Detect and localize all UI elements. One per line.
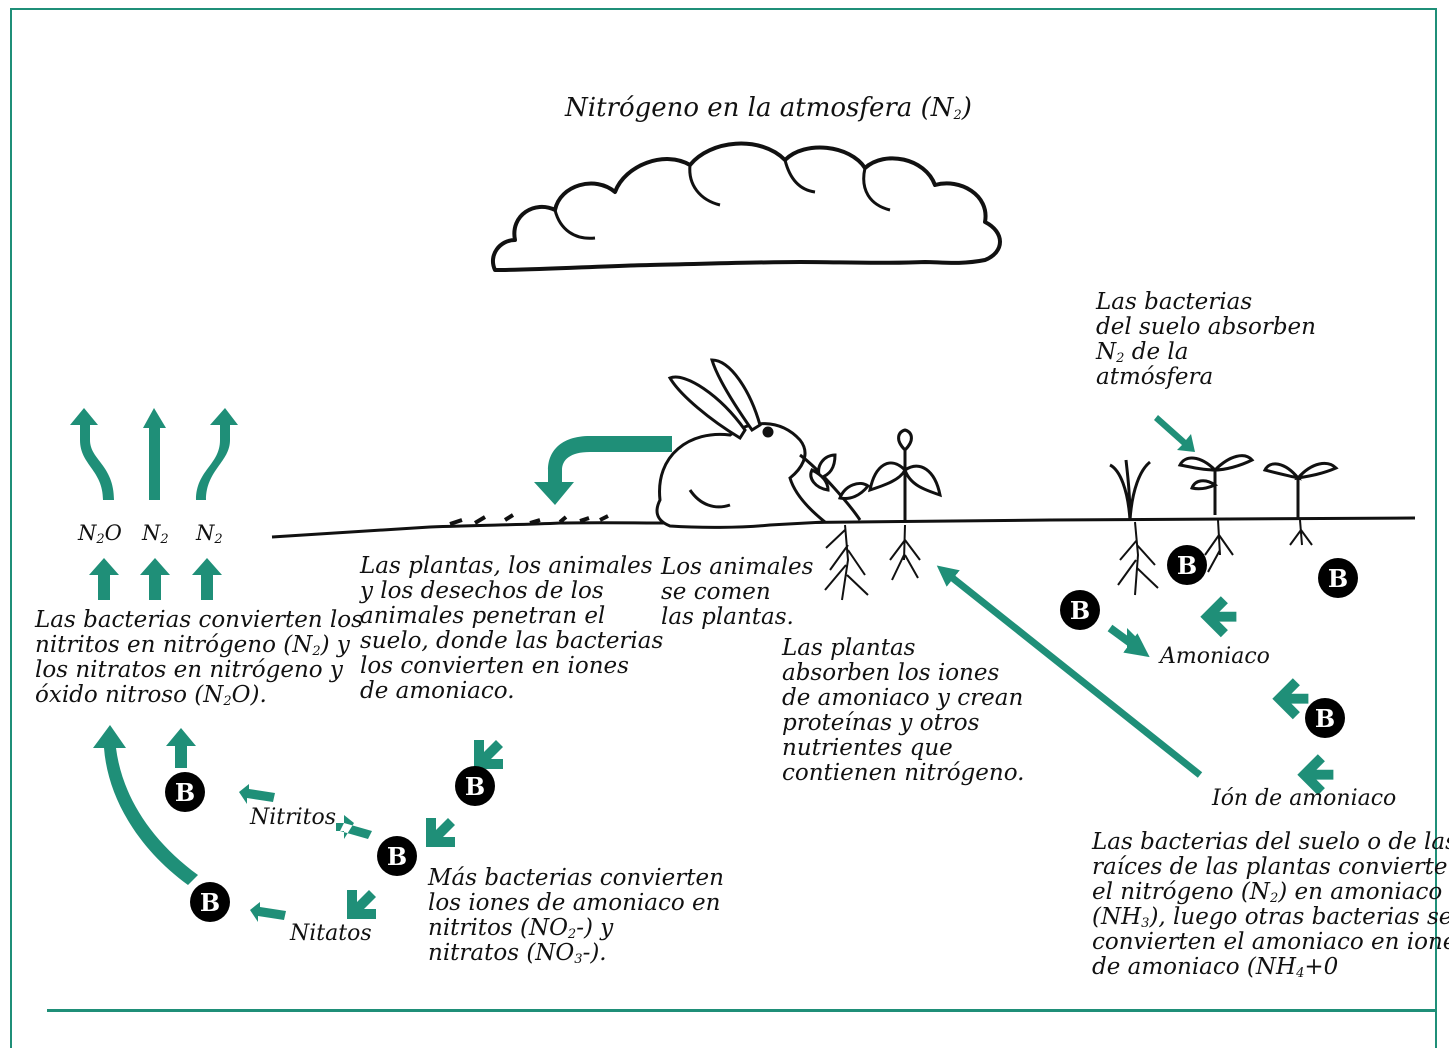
bacteria-icon: B (377, 836, 417, 876)
bacteria-icon: B (165, 772, 205, 812)
gas-label-n2: N2 (196, 521, 223, 547)
bacteria-icon: B (1167, 545, 1207, 585)
svg-text:B: B (175, 778, 195, 807)
ion-amoniaco-label: Ión de amoniaco (1212, 786, 1397, 811)
svg-text:B: B (1328, 564, 1348, 593)
nitritos-label: Nitritos (250, 805, 337, 830)
svg-text:B: B (200, 888, 220, 917)
diagram-frame (10, 8, 1437, 1048)
bacteria-icon: B (1318, 558, 1358, 598)
bacteria-icon: B (455, 766, 495, 806)
fixation-caption: Las bacterias del suelo absorben N2 de l… (1096, 289, 1316, 390)
bacteria-icon: B (190, 882, 230, 922)
nitratos-label: Nitatos (290, 921, 372, 946)
svg-text:B: B (1070, 596, 1090, 625)
svg-text:B: B (1315, 704, 1335, 733)
amoniaco-label: Amoniaco (1160, 644, 1270, 669)
bacteria-icon: B (1305, 698, 1345, 738)
denitrification-caption: Las bacterias convierten los nitritos en… (35, 607, 363, 709)
cloud-icon (491, 141, 1002, 272)
plants-caption: Las plantas absorben los iones de amonia… (782, 635, 1025, 786)
svg-text:B: B (465, 772, 485, 801)
nitrification-caption: Más bacterias convierten los iones de am… (428, 865, 724, 967)
animals-caption: Los animales se comen las plantas. (661, 554, 814, 630)
rabbit-icon (655, 358, 830, 529)
svg-text:B: B (1177, 551, 1197, 580)
decomposition-caption: Las plantas, los animales y los desechos… (360, 553, 664, 704)
gas-label-n2: N2 (142, 521, 169, 547)
bacteria-to-ammonia-arrow (1107, 624, 1150, 658)
plant-icons (868, 428, 1339, 521)
flow-arrows (70, 408, 1334, 922)
bacteria-markers: B B B B B B B B (165, 545, 1358, 922)
bottom-rule (47, 1009, 1435, 1012)
gas-label-n2o: N2O (78, 521, 122, 547)
svg-text:B: B (387, 842, 407, 871)
diagram-title: Nitrógeno en la atmosfera (N2) (565, 93, 972, 123)
ammonification-caption: Las bacterias del suelo o de las raíces … (1092, 829, 1449, 981)
ground-line (271, 513, 1416, 539)
uptake-arrow (936, 565, 1203, 778)
bacteria-icon: B (1060, 590, 1100, 630)
root-icons (824, 519, 1313, 601)
eaten-plant-icon (799, 453, 871, 521)
